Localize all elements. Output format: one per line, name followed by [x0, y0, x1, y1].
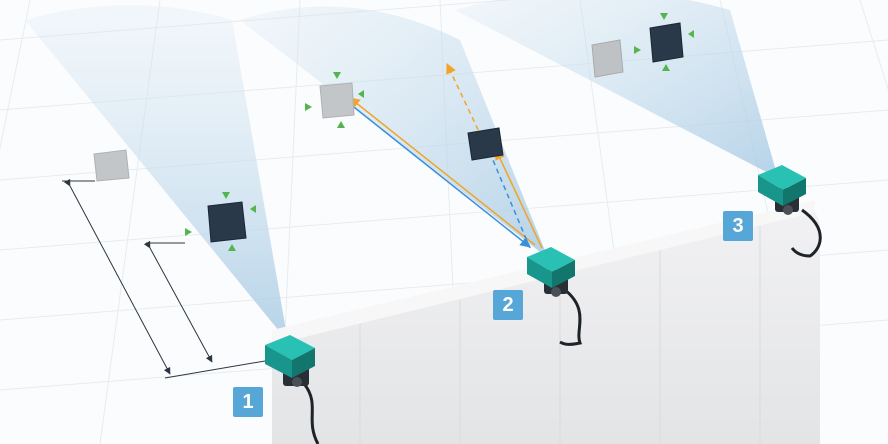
sensor-1-badge: 1	[233, 387, 263, 417]
target-1-near	[207, 201, 247, 243]
beam-cone-3	[455, 0, 778, 178]
target-3-light	[591, 39, 624, 78]
green-triangle-indicator-icons	[185, 13, 694, 251]
target-3-dark	[649, 22, 684, 63]
ultrasonic-sensor-icon	[527, 247, 583, 346]
target-2-a	[319, 82, 355, 119]
sensor-2-badge: 2	[493, 290, 523, 320]
mounting-wall	[272, 200, 820, 444]
target-1-far	[93, 149, 130, 182]
targets	[93, 22, 684, 243]
ultrasonic-sensor-icon	[265, 335, 320, 444]
sensor-3-badge: 3	[723, 211, 753, 241]
beam-cone-1	[25, 5, 288, 342]
ultrasonic-sensor-icon	[758, 165, 822, 258]
target-2-b	[467, 127, 504, 161]
reflection-arrows	[344, 63, 543, 249]
